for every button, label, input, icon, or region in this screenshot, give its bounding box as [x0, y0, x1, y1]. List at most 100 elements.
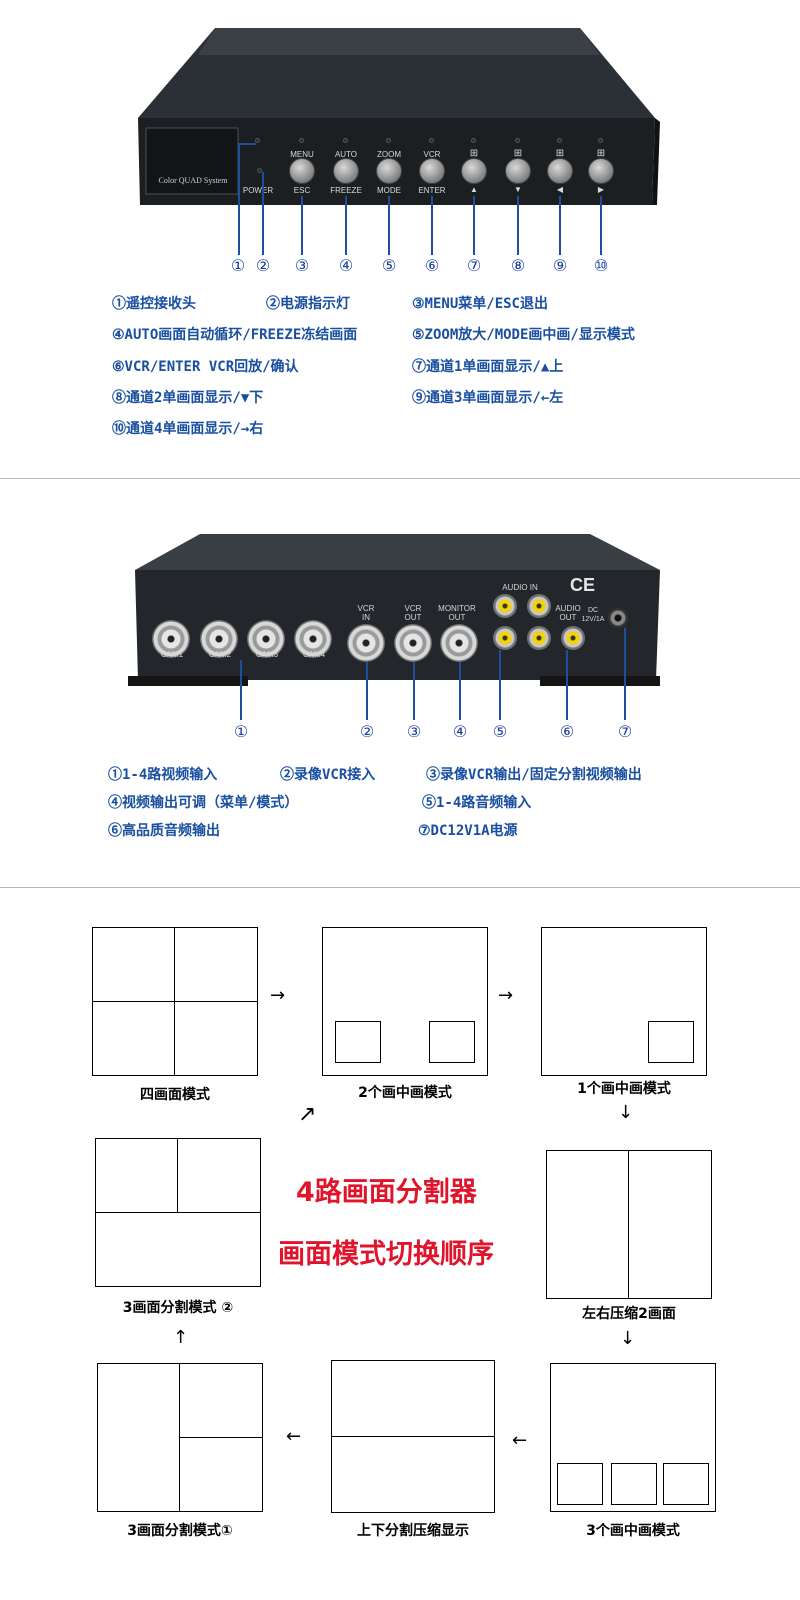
diagonal-arrow-icon: ↗ [298, 1102, 317, 1127]
callout-line [413, 662, 415, 720]
mode-3pip-diagram [550, 1363, 716, 1512]
legend-item: ①1-4路视频输入 [108, 767, 218, 783]
section-divider [0, 887, 800, 888]
down-arrow-icon: ↓ [620, 1328, 636, 1349]
legend-item: ⑦通道1单画面显示/▲上 [412, 359, 564, 375]
dc-label: DC 12V/1A [581, 607, 605, 623]
audio-in-3-rca[interactable] [493, 626, 517, 650]
callout-number: ⑦ [466, 256, 482, 275]
audio-out-rca[interactable] [561, 626, 585, 650]
button-knob[interactable] [289, 158, 315, 184]
callout-line [262, 172, 264, 255]
callout-line [459, 662, 461, 720]
button-knob[interactable] [419, 158, 445, 184]
vcr-in-bnc-connector[interactable] [347, 624, 385, 662]
monitor-out-bnc-connector[interactable] [440, 624, 478, 662]
button-knob[interactable] [461, 158, 487, 184]
audio-in-4-rca[interactable] [527, 626, 551, 650]
ir-receiver-led [255, 138, 260, 143]
button-knob[interactable] [588, 158, 614, 184]
button-knob[interactable] [333, 158, 359, 184]
button-top-label: MENU [290, 150, 314, 159]
vcr-in-label: VCR IN [357, 604, 375, 622]
callout-line [559, 196, 561, 255]
down-arrow-icon: ↓ [618, 1102, 634, 1123]
diagram-title: 4路画面分割器 [296, 1177, 477, 1208]
dc-power-jack[interactable] [608, 608, 628, 628]
callout-line [473, 196, 475, 255]
button-top-label: AUTO [334, 150, 358, 159]
callout-number: ① [230, 256, 246, 275]
callout-number: ④ [452, 722, 468, 741]
button-led [343, 138, 348, 143]
up-arrow-icon: ↑ [173, 1327, 189, 1348]
right-arrow-icon: → [270, 985, 286, 1006]
button-bottom-label: MODE [377, 186, 401, 195]
callout-line [388, 196, 390, 255]
cam3-label: CAM3 [255, 650, 279, 659]
button-led [598, 138, 603, 143]
mode-quad-caption: 四画面模式 [140, 1087, 210, 1103]
mode-3split-2-caption: 3画面分割模式 ② [122, 1300, 234, 1316]
button-top-label: VCR [423, 150, 441, 159]
mode-tb-split-diagram [331, 1360, 495, 1513]
callout-line [345, 196, 347, 255]
callout-number: ⑥ [559, 722, 575, 741]
legend-item: ②录像VCR接入 [280, 767, 376, 783]
divider [332, 1436, 494, 1437]
left-arrow-icon: ← [286, 1426, 302, 1447]
button-led [429, 138, 434, 143]
callout-number: ⑦ [617, 722, 633, 741]
vcr-out-bnc-connector[interactable] [394, 624, 432, 662]
callout-number: ④ [338, 256, 354, 275]
cam3-bnc-connector[interactable] [247, 620, 285, 658]
callout-line [624, 628, 626, 720]
audio-in-2-rca[interactable] [527, 594, 551, 618]
mode-3split-1-diagram [97, 1363, 263, 1512]
callout-number: ① [233, 722, 249, 741]
legend-item: ③录像VCR输出/固定分割视频输出 [426, 767, 642, 783]
mode-1pip-diagram [541, 927, 707, 1076]
mode-lr-split-diagram [546, 1150, 712, 1299]
callout-line [301, 196, 303, 255]
left-arrow-icon: ← [512, 1430, 528, 1451]
mode-3split-1-caption: 3画面分割模式① [127, 1523, 233, 1539]
legend-item: ④AUTO画面自动循环/FREEZE冻结画面 [112, 327, 358, 343]
divider [628, 1151, 629, 1298]
callout-number: ⑧ [510, 256, 526, 275]
button-led [557, 138, 562, 143]
power-label: POWER [242, 186, 274, 195]
diagram-subtitle: 画面模式切换顺序 [278, 1239, 494, 1270]
callout-line [600, 196, 602, 255]
cam4-label: CAM4 [302, 650, 326, 659]
legend-item: ④视频输出可调（菜单/模式） [108, 795, 299, 811]
down-arrow-icon: ▼ [514, 185, 522, 194]
cam1-bnc-connector[interactable] [152, 620, 190, 658]
button-led [299, 138, 304, 143]
pip-window [648, 1021, 694, 1063]
callout-line [238, 143, 256, 145]
button-knob[interactable] [505, 158, 531, 184]
channel-grid-icon: ⊞ [555, 148, 565, 159]
front-device-illustration [138, 28, 660, 205]
cam2-bnc-connector[interactable] [200, 620, 238, 658]
audio-in-1-rca[interactable] [493, 594, 517, 618]
channel-grid-icon: ⊞ [469, 148, 479, 159]
pip-window [335, 1021, 381, 1063]
button-led [515, 138, 520, 143]
callout-number: ③ [406, 722, 422, 741]
button-knob[interactable] [376, 158, 402, 184]
power-led [257, 168, 262, 173]
cam4-bnc-connector[interactable] [294, 620, 332, 658]
button-led [386, 138, 391, 143]
legend-item: ⑤1-4路音频输入 [422, 795, 532, 811]
channel-grid-icon: ⊞ [513, 148, 523, 159]
button-knob[interactable] [547, 158, 573, 184]
ce-mark: CE [570, 575, 596, 595]
legend-item: ⑥VCR/ENTER VCR回放/确认 [112, 359, 299, 375]
callout-number: ⑨ [552, 256, 568, 275]
left-arrow-icon: ◀ [556, 185, 564, 194]
mode-1pip-caption: 1个画中画模式 [577, 1081, 671, 1097]
mode-lr-split-caption: 左右压缩2画面 [582, 1306, 676, 1322]
divider [96, 1212, 260, 1213]
